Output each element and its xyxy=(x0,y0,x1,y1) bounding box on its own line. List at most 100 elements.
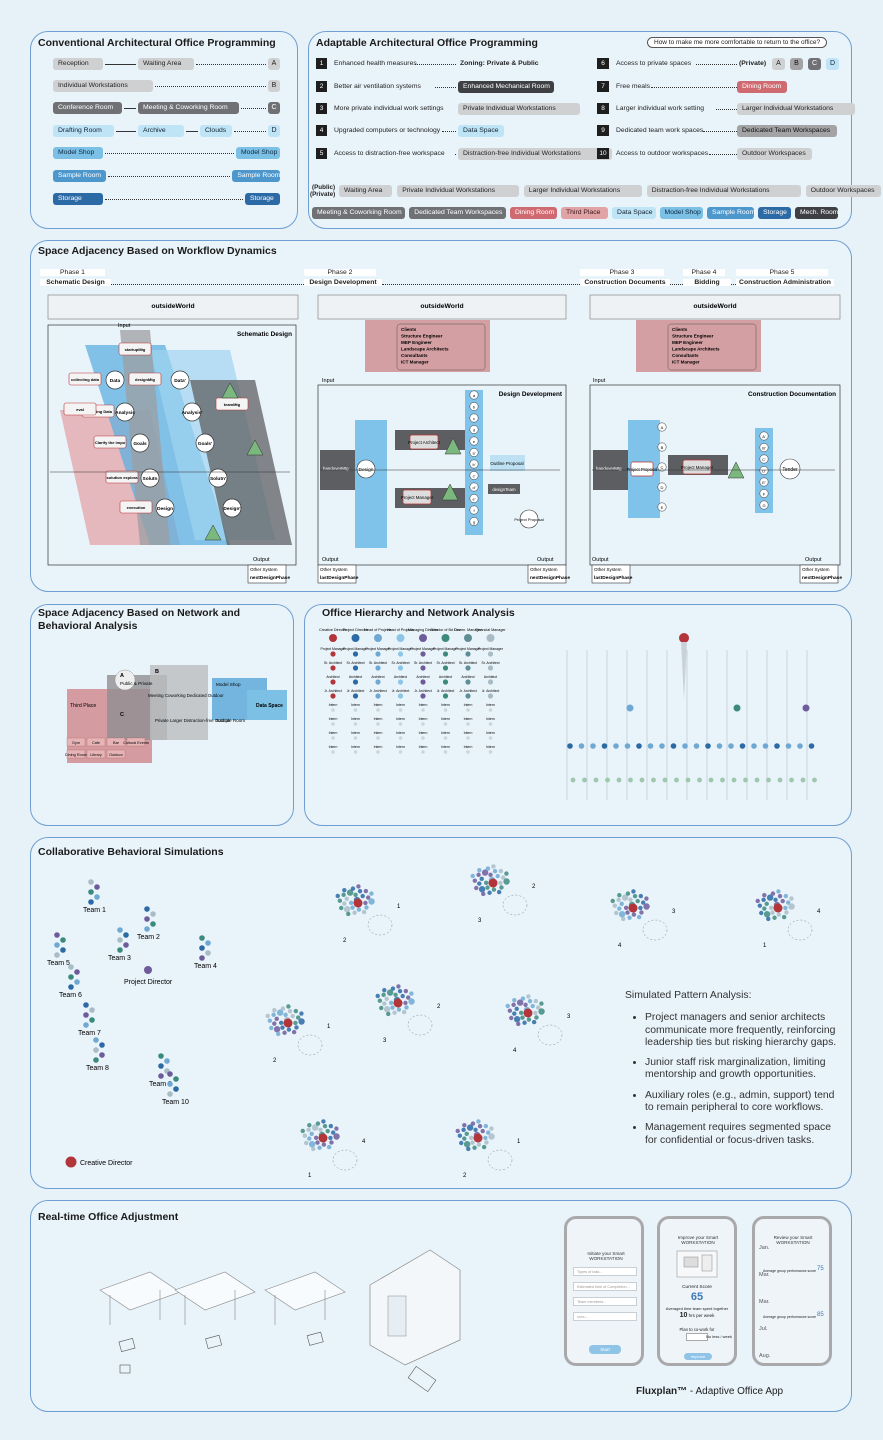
conv-dots-0 xyxy=(195,64,266,65)
conv-dots-6 xyxy=(105,199,243,200)
network-panel xyxy=(30,604,294,826)
adapt-result-1: Zoning: Private & Public xyxy=(460,60,539,67)
phase-dots-3 xyxy=(670,284,683,285)
improve-button[interactable]: Improve xyxy=(684,1353,712,1360)
adapt-num-4: 4 xyxy=(316,125,327,136)
phase-name-1: Schematic Design xyxy=(40,279,111,286)
adapt-result-4: Data Space xyxy=(458,125,504,137)
phase-label-3: Phase 3 xyxy=(580,269,664,276)
phone3-score-label-0: Average group performance score xyxy=(763,1269,817,1273)
adapt-num-8: 8 xyxy=(597,103,609,114)
legend-r1-1: Private Individual Workstations xyxy=(397,185,519,197)
conv-from-1: Individual Workstations xyxy=(53,80,153,92)
adapt-result-3: Private Individual Workstations xyxy=(458,103,580,115)
adapt-dots-4 xyxy=(441,131,456,132)
phone-initiate[interactable]: Initiate your Smart WORKSTATION Types of… xyxy=(564,1216,644,1366)
simulation-title: Collaborative Behavioral Simulations xyxy=(38,846,224,858)
phase-label-5: Phase 5 xyxy=(736,269,828,276)
phone3-score-1: 85 xyxy=(817,1312,824,1318)
phase-name-3: Construction Documents xyxy=(580,279,670,286)
adapt-result-6: (Private) xyxy=(739,60,767,67)
legend-r1-3: Distraction-free Individual Workstations xyxy=(646,185,801,197)
analysis-heading: Simulated Pattern Analysis: xyxy=(625,990,752,1001)
conv-to2-3: Clouds xyxy=(200,125,232,137)
phase-dots-4 xyxy=(731,284,736,285)
adapt-dots-6 xyxy=(696,64,737,65)
hours-unit: hrs per week xyxy=(688,1313,715,1318)
adapt-text-1: Enhanced health measures xyxy=(334,60,417,67)
phone3-month-3: Jul. xyxy=(759,1326,768,1332)
analysis-list: Project managers and senior architects c… xyxy=(625,1012,845,1147)
adapt-dots-2 xyxy=(435,87,456,88)
hours-value: 10 hrs per week xyxy=(660,1312,734,1319)
phone3-title: Review your Smart WORKSTATION xyxy=(773,1235,813,1245)
workflow-panel xyxy=(30,240,852,592)
adapt-num-1: 1 xyxy=(316,58,327,69)
phone-review[interactable]: Review your Smart WORKSTATION Jan.Mar.Ma… xyxy=(752,1216,832,1366)
adapt-text-8: Larger individual work setting xyxy=(616,105,705,112)
legend-r2-4: Data Space xyxy=(612,207,656,219)
adapt-num-9: 9 xyxy=(597,125,609,136)
phone3-month-4: Aug. xyxy=(759,1353,771,1359)
adapt-text-3: More private individual work settings xyxy=(334,105,444,112)
plan-field[interactable] xyxy=(686,1333,708,1341)
phone1-field-3[interactable]: xxxx... xyxy=(573,1312,637,1321)
adapt-result-10: Outdoor Workspaces xyxy=(737,148,812,160)
hours-number: 10 xyxy=(679,1312,688,1319)
adapt-num-7: 7 xyxy=(597,81,609,92)
conv-to-3: Archive xyxy=(138,125,184,137)
conv-arrow-3 xyxy=(115,131,136,132)
phone1-field-0[interactable]: Types of task... xyxy=(573,1267,637,1276)
phone2-title: Improve your Smart WORKSTATION xyxy=(677,1235,719,1245)
phone1-field-2[interactable]: Team members... xyxy=(573,1297,637,1306)
phone3-month-2: Mar. xyxy=(759,1299,770,1305)
analysis-bullet-3: Management requires segmented space for … xyxy=(645,1122,845,1147)
adapt-letter-C: C xyxy=(808,58,821,70)
adjust-title: Real-time Office Adjustment xyxy=(38,1211,179,1223)
legend-r2-5: Model Shop xyxy=(659,207,704,219)
phone-improve[interactable]: Improve your Smart WORKSTATION Current S… xyxy=(657,1216,737,1366)
conv-dots-3 xyxy=(234,131,266,132)
adapt-result-7: Dining Room xyxy=(737,81,787,93)
conv-from-3: Drafting Room xyxy=(53,125,114,137)
adapt-letter-B: B xyxy=(790,58,803,70)
phone1-field-1[interactable]: Estimated time of Completion... xyxy=(573,1282,637,1291)
adapt-result-9: Dedicated Team Workspaces xyxy=(737,125,837,137)
conv-end-0: A xyxy=(268,58,280,70)
adapt-num-10: 10 xyxy=(597,148,609,159)
pattern-analysis: Simulated Pattern Analysis: Project mana… xyxy=(625,990,845,1155)
adapt-result-2: Enhanced Mechanical Room xyxy=(458,81,555,93)
conv-from-6: Storage xyxy=(53,193,103,205)
adapt-num-3: 3 xyxy=(316,103,327,114)
analysis-bullet-2: Auxiliary roles (e.g., admin, support) t… xyxy=(645,1090,845,1115)
conv-to-0: Waiting Area xyxy=(138,58,194,70)
app-name: Fluxplan™ xyxy=(636,1386,688,1397)
hierarchy-title: Office Hierarchy and Network Analysis xyxy=(322,607,515,619)
phase-label-4: Phase 4 xyxy=(683,269,725,276)
phase-label-1: Phase 1 xyxy=(40,269,105,276)
adapt-num-2: 2 xyxy=(316,81,327,92)
phone3-score-0: 75 xyxy=(817,1266,824,1272)
phone1-start-button[interactable]: Start xyxy=(589,1345,621,1354)
conv-end-4: Model Shop xyxy=(236,147,280,159)
app-subtitle: - Adaptive Office App xyxy=(687,1386,784,1397)
conv-end-1: B xyxy=(268,80,280,92)
adapt-text-4: Upgraded computers or technology xyxy=(334,127,441,134)
adapt-text-9: Dedicated team work spaces xyxy=(616,127,704,134)
legend-public: (Public) xyxy=(312,184,336,191)
adapt-dots-8 xyxy=(715,109,737,110)
hierarchy-panel xyxy=(304,604,852,826)
adapt-dots-7 xyxy=(650,87,737,88)
conv-arrow2-3 xyxy=(186,131,198,132)
adapt-result-8: Larger Individual Workstations xyxy=(737,103,855,115)
phase-name-5: Construction Administration xyxy=(736,279,834,286)
legend-r2-6: Sample Room xyxy=(707,207,755,219)
plan-hours: No less / week xyxy=(706,1334,733,1339)
question-bubble: How to make me more comfortable to retur… xyxy=(647,37,828,48)
adapt-dots-1 xyxy=(415,64,456,65)
analysis-bullet-1: Junior staff risk marginalization, limit… xyxy=(645,1057,845,1082)
score-label: Current Score xyxy=(682,1285,712,1290)
simulation-panel xyxy=(30,837,852,1189)
adapt-text-2: Better air ventilation systems xyxy=(334,83,421,90)
legend-r1-0: Waiting Area xyxy=(339,185,393,197)
